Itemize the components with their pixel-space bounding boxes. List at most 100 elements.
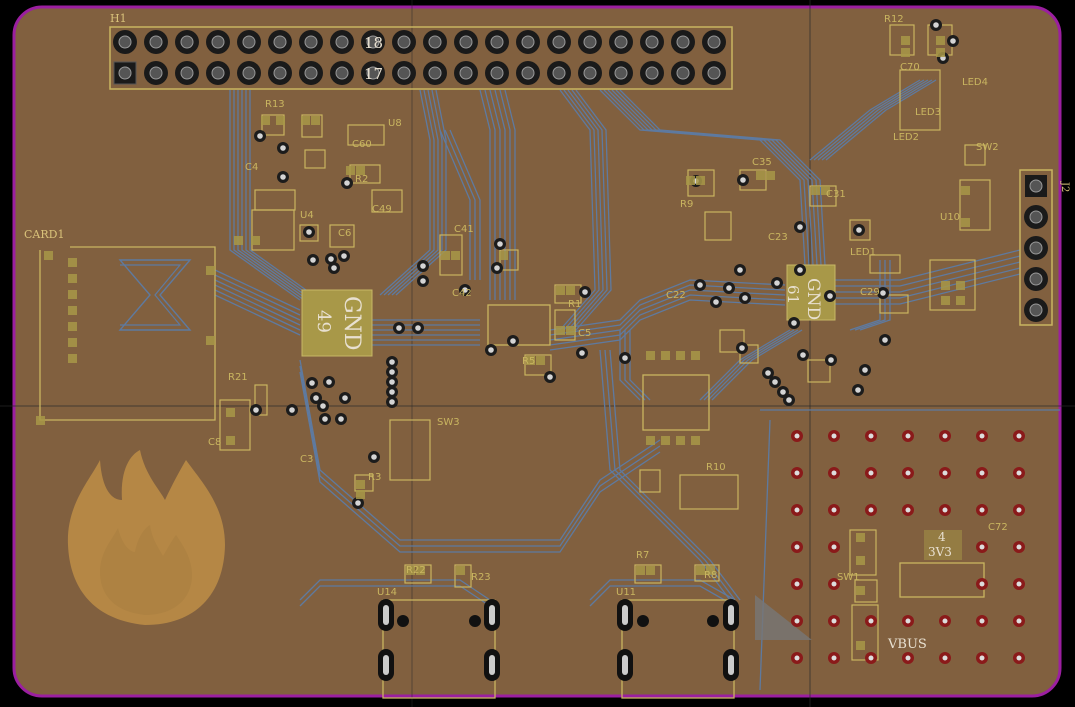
thermal-via-drill bbox=[1016, 618, 1022, 624]
track bbox=[835, 273, 1021, 305]
mcu-left-gnd-pad[interactable]: GND 49 bbox=[301, 289, 373, 357]
reference-designator: LED3 bbox=[915, 107, 941, 118]
reference-designator: R10 bbox=[706, 462, 726, 473]
gnd-right-net-label: GND bbox=[803, 278, 823, 320]
footprint-outline bbox=[554, 309, 576, 341]
track bbox=[589, 585, 736, 607]
smd-pad bbox=[696, 566, 705, 575]
header-pin-drill bbox=[707, 35, 721, 49]
track bbox=[214, 294, 301, 336]
header-pin-drill bbox=[459, 66, 473, 80]
header-pin-drill bbox=[676, 35, 690, 49]
via-drill bbox=[579, 350, 585, 356]
via-drill bbox=[280, 174, 286, 180]
header-pin-drill bbox=[149, 66, 163, 80]
header-pin-drill bbox=[304, 66, 318, 80]
usb-mount-hole bbox=[469, 615, 481, 627]
vias bbox=[250, 19, 959, 509]
via-drill bbox=[737, 267, 743, 273]
track bbox=[444, 129, 476, 280]
copper-tracks bbox=[214, 79, 1060, 691]
header-pin-drill bbox=[552, 66, 566, 80]
smd-pad bbox=[676, 351, 685, 360]
track bbox=[849, 260, 881, 331]
footprint-outline bbox=[347, 124, 385, 146]
via-drill bbox=[856, 227, 862, 233]
via-drill bbox=[396, 325, 402, 331]
usb-connector-u11[interactable] bbox=[621, 599, 735, 699]
via-drill bbox=[494, 265, 500, 271]
track bbox=[391, 89, 443, 296]
smd-pad bbox=[566, 326, 575, 335]
ic-center[interactable] bbox=[487, 304, 551, 346]
smd-pad bbox=[68, 354, 77, 363]
reference-designator: R3 bbox=[368, 472, 381, 483]
sd-card-slot[interactable]: CARD1 bbox=[24, 228, 216, 421]
via-drill bbox=[726, 285, 732, 291]
via-drill bbox=[309, 380, 315, 386]
reference-designator: C6 bbox=[338, 228, 351, 239]
header-h1[interactable]: H1 18 17 bbox=[109, 12, 733, 90]
footprint-outline bbox=[371, 189, 403, 213]
track bbox=[567, 89, 604, 331]
track bbox=[214, 284, 301, 326]
footprint-outline bbox=[304, 149, 326, 169]
header-pin-drill bbox=[552, 35, 566, 49]
smd-pad bbox=[36, 416, 45, 425]
via-drill bbox=[280, 145, 286, 151]
smd-pad bbox=[856, 641, 865, 650]
via-drill bbox=[882, 337, 888, 343]
track bbox=[619, 330, 641, 401]
smd-pad bbox=[68, 290, 77, 299]
usb-connector-u14[interactable] bbox=[382, 599, 496, 699]
footprint-outline bbox=[964, 144, 986, 166]
usb-mount-hole bbox=[707, 615, 719, 627]
track bbox=[549, 284, 786, 336]
smd-pad bbox=[451, 251, 460, 260]
via-drill bbox=[389, 379, 395, 385]
footprint-outline bbox=[299, 224, 319, 242]
connector-j2[interactable]: J2 bbox=[1019, 169, 1070, 326]
smd-pad bbox=[936, 48, 945, 57]
track bbox=[299, 579, 491, 601]
power-module-u10[interactable]: 4 3V3 VBUS bbox=[755, 530, 985, 652]
thermal-via-drill bbox=[794, 581, 800, 587]
track bbox=[817, 79, 929, 161]
reference-designator: R22 bbox=[406, 565, 426, 576]
smd-pad bbox=[646, 566, 655, 575]
gnd-left-net-label: GND bbox=[339, 296, 364, 350]
via-drill bbox=[780, 389, 786, 395]
via-drill bbox=[341, 253, 347, 259]
reference-designator: C72 bbox=[988, 522, 1008, 533]
via-drill bbox=[797, 224, 803, 230]
smd-pad bbox=[901, 36, 910, 45]
usb-slot-drill bbox=[383, 655, 389, 675]
footprint-outline bbox=[524, 354, 552, 376]
smd-pad bbox=[301, 116, 310, 125]
thermal-via-drill bbox=[831, 655, 837, 661]
thermal-via-drill bbox=[979, 507, 985, 513]
header-pin-drill bbox=[676, 66, 690, 80]
smd-pad bbox=[956, 281, 965, 290]
via-drill bbox=[289, 407, 295, 413]
mcu-right-gnd-pad[interactable]: GND 61 bbox=[784, 264, 836, 321]
ic-right-regulator[interactable] bbox=[642, 374, 710, 431]
smd-pad bbox=[526, 356, 535, 365]
header-pin-drill bbox=[211, 66, 225, 80]
reference-designator: C4 bbox=[245, 162, 258, 173]
connector-j2-ref: J2 bbox=[1059, 181, 1070, 192]
track bbox=[759, 419, 771, 691]
track bbox=[245, 90, 317, 301]
footprint-outline bbox=[899, 69, 941, 131]
via-drill bbox=[253, 407, 259, 413]
reference-designator: U10 bbox=[940, 212, 960, 223]
header-pin-drill bbox=[366, 66, 380, 80]
thermal-via-drill bbox=[979, 470, 985, 476]
header-pin-drill bbox=[583, 66, 597, 80]
thermal-via-drill bbox=[868, 470, 874, 476]
track bbox=[711, 329, 803, 401]
header-pin-drill bbox=[273, 66, 287, 80]
track bbox=[479, 89, 491, 300]
reference-designator: C49 bbox=[372, 204, 392, 215]
